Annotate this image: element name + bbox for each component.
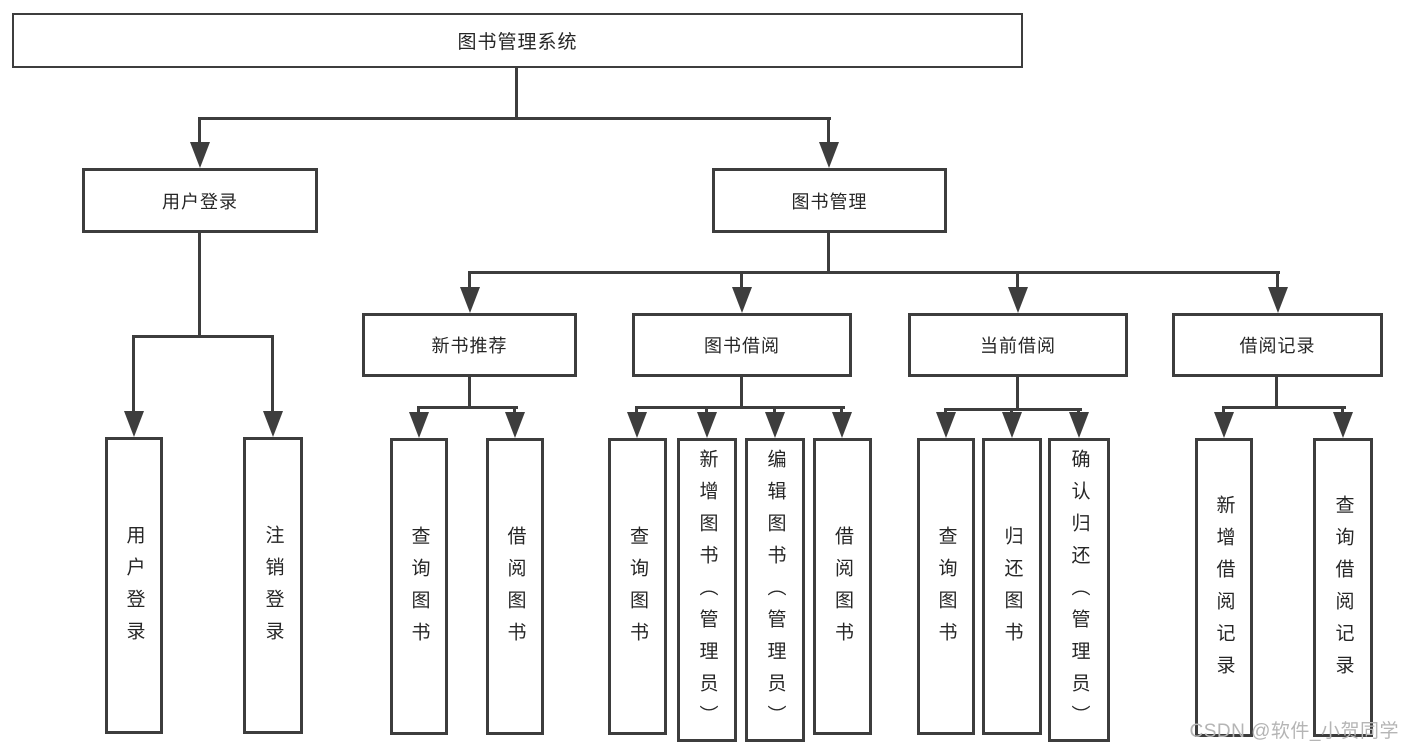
leaf-cb-query-book-label: 查询图书 <box>935 525 957 654</box>
leaf-nb-borrow-book-label: 借阅图书 <box>504 525 526 654</box>
leaf-bb-borrow-book: 借阅图书 <box>813 438 872 735</box>
arrowhead-borrow-records <box>1268 287 1288 313</box>
arrowhead-br-query <box>1333 412 1353 438</box>
book-borrow-label: 图书借阅 <box>704 336 780 356</box>
node-user-login: 用户登录 <box>82 168 318 233</box>
arrowhead-query-book <box>409 412 429 438</box>
leaf-nb-query-book: 查询图书 <box>390 438 448 735</box>
connector-level2-hline <box>198 117 831 120</box>
connector-borrow-records-hline <box>1222 406 1346 409</box>
connector-level2-drop <box>827 117 830 147</box>
arrowhead-user-login <box>190 142 210 168</box>
node-borrow-records: 借阅记录 <box>1172 313 1383 377</box>
connector-current-borrow-drop <box>944 408 947 415</box>
arrowhead-bb-query <box>627 412 647 438</box>
connector-book-management-trunk <box>827 233 830 274</box>
new-book-recommend-label: 新书推荐 <box>431 336 508 356</box>
connector-book-borrow-drop <box>840 406 843 415</box>
leaf-cb-return-book-label: 归还图书 <box>1001 525 1023 654</box>
arrowhead-borrow-book <box>505 412 525 438</box>
current-borrow-label: 当前借阅 <box>980 336 1056 356</box>
connector-user-login-trunk <box>198 233 201 338</box>
user-login-label: 用户登录 <box>162 191 238 212</box>
csdn-watermark: CSDN @软件_小贺同学 <box>1189 721 1399 742</box>
node-new-book-recommend: 新书推荐 <box>362 313 577 377</box>
arrowhead-br-add <box>1214 412 1234 438</box>
connector-new-book-drop <box>417 406 420 415</box>
connector-book-borrow-drop <box>773 406 776 415</box>
leaf-nb-query-book-label: 查询图书 <box>408 525 430 654</box>
connector-user-login-drop <box>271 335 274 415</box>
arrowhead-cb-return <box>1002 412 1022 438</box>
root-title-label: 图书管理系统 <box>457 32 578 53</box>
connector-borrow-records-drop <box>1222 406 1225 415</box>
leaf-bb-borrow-book-label: 借阅图书 <box>832 525 853 654</box>
leaf-br-add-record-label: 新增借阅记录 <box>1213 494 1235 687</box>
connector-book-borrow-hline <box>635 406 845 409</box>
connector-level3-drop <box>1276 271 1279 291</box>
arrowhead-current-borrow <box>1008 287 1028 313</box>
leaf-bb-edit-book: 编辑图书（管理员） <box>745 438 805 742</box>
connector-current-borrow-trunk <box>1016 377 1019 411</box>
node-book-borrow: 图书借阅 <box>632 313 852 377</box>
arrowhead-book-management <box>819 142 839 168</box>
connector-current-borrow-drop <box>1077 408 1080 415</box>
node-root-title: 图书管理系统 <box>12 13 1023 68</box>
connector-level3-drop <box>1016 271 1019 291</box>
borrow-records-label: 借阅记录 <box>1239 336 1316 356</box>
arrowhead-user-login-leaf <box>124 411 144 437</box>
connector-book-borrow-drop <box>705 406 708 415</box>
arrowhead-cb-confirm <box>1069 412 1089 438</box>
connector-book-borrow-drop <box>635 406 638 415</box>
leaf-bb-add-book-label: 新增图书（管理员） <box>696 449 718 737</box>
connector-level3-drop <box>468 271 471 291</box>
leaf-br-query-record: 查询借阅记录 <box>1313 438 1373 737</box>
node-current-borrow: 当前借阅 <box>908 313 1128 377</box>
leaf-br-add-record: 新增借阅记录 <box>1195 438 1253 737</box>
leaf-user-login-label: 用户登录 <box>123 524 145 653</box>
connector-level3-drop <box>740 271 743 291</box>
leaf-bb-add-book: 新增图书（管理员） <box>677 438 737 742</box>
leaf-cb-return-book: 归还图书 <box>982 438 1042 735</box>
leaf-bb-query-book-label: 查询图书 <box>627 525 648 654</box>
arrowhead-bb-borrow <box>832 412 852 438</box>
connector-current-borrow-drop <box>1010 408 1013 415</box>
arrowhead-new-book-recommend <box>460 287 480 313</box>
connector-level2-drop <box>198 117 201 147</box>
connector-new-book-hline <box>417 406 518 409</box>
arrowhead-book-borrow <box>732 287 752 313</box>
leaf-cb-confirm-return: 确认归还（管理员） <box>1048 438 1110 742</box>
arrowhead-cb-query <box>936 412 956 438</box>
connector-new-book-drop <box>513 406 516 415</box>
connector-root-trunk <box>515 68 518 119</box>
book-management-label: 图书管理 <box>791 191 868 212</box>
connector-user-login-drop <box>132 335 135 415</box>
leaf-cb-confirm-return-label: 确认归还（管理员） <box>1068 449 1090 737</box>
leaf-br-query-record-label: 查询借阅记录 <box>1332 494 1354 687</box>
arrowhead-bb-edit <box>765 412 785 438</box>
connector-user-login-hline <box>132 335 274 338</box>
leaf-logout: 注销登录 <box>243 437 303 734</box>
connector-new-book-trunk <box>468 377 471 409</box>
leaf-user-login: 用户登录 <box>105 437 163 734</box>
connector-current-borrow-hline <box>944 408 1082 411</box>
arrowhead-logout-leaf <box>263 411 283 437</box>
leaf-logout-label: 注销登录 <box>262 524 284 653</box>
connector-level3-hline <box>468 271 1280 274</box>
connector-book-borrow-trunk <box>740 377 743 409</box>
leaf-nb-borrow-book: 借阅图书 <box>486 438 544 735</box>
node-book-management: 图书管理 <box>712 168 947 233</box>
connector-borrow-records-drop <box>1341 406 1344 415</box>
leaf-bb-edit-book-label: 编辑图书（管理员） <box>764 449 786 737</box>
leaf-cb-query-book: 查询图书 <box>917 438 975 735</box>
arrowhead-bb-add <box>697 412 717 438</box>
leaf-bb-query-book: 查询图书 <box>608 438 667 735</box>
connector-borrow-records-trunk <box>1275 377 1278 409</box>
